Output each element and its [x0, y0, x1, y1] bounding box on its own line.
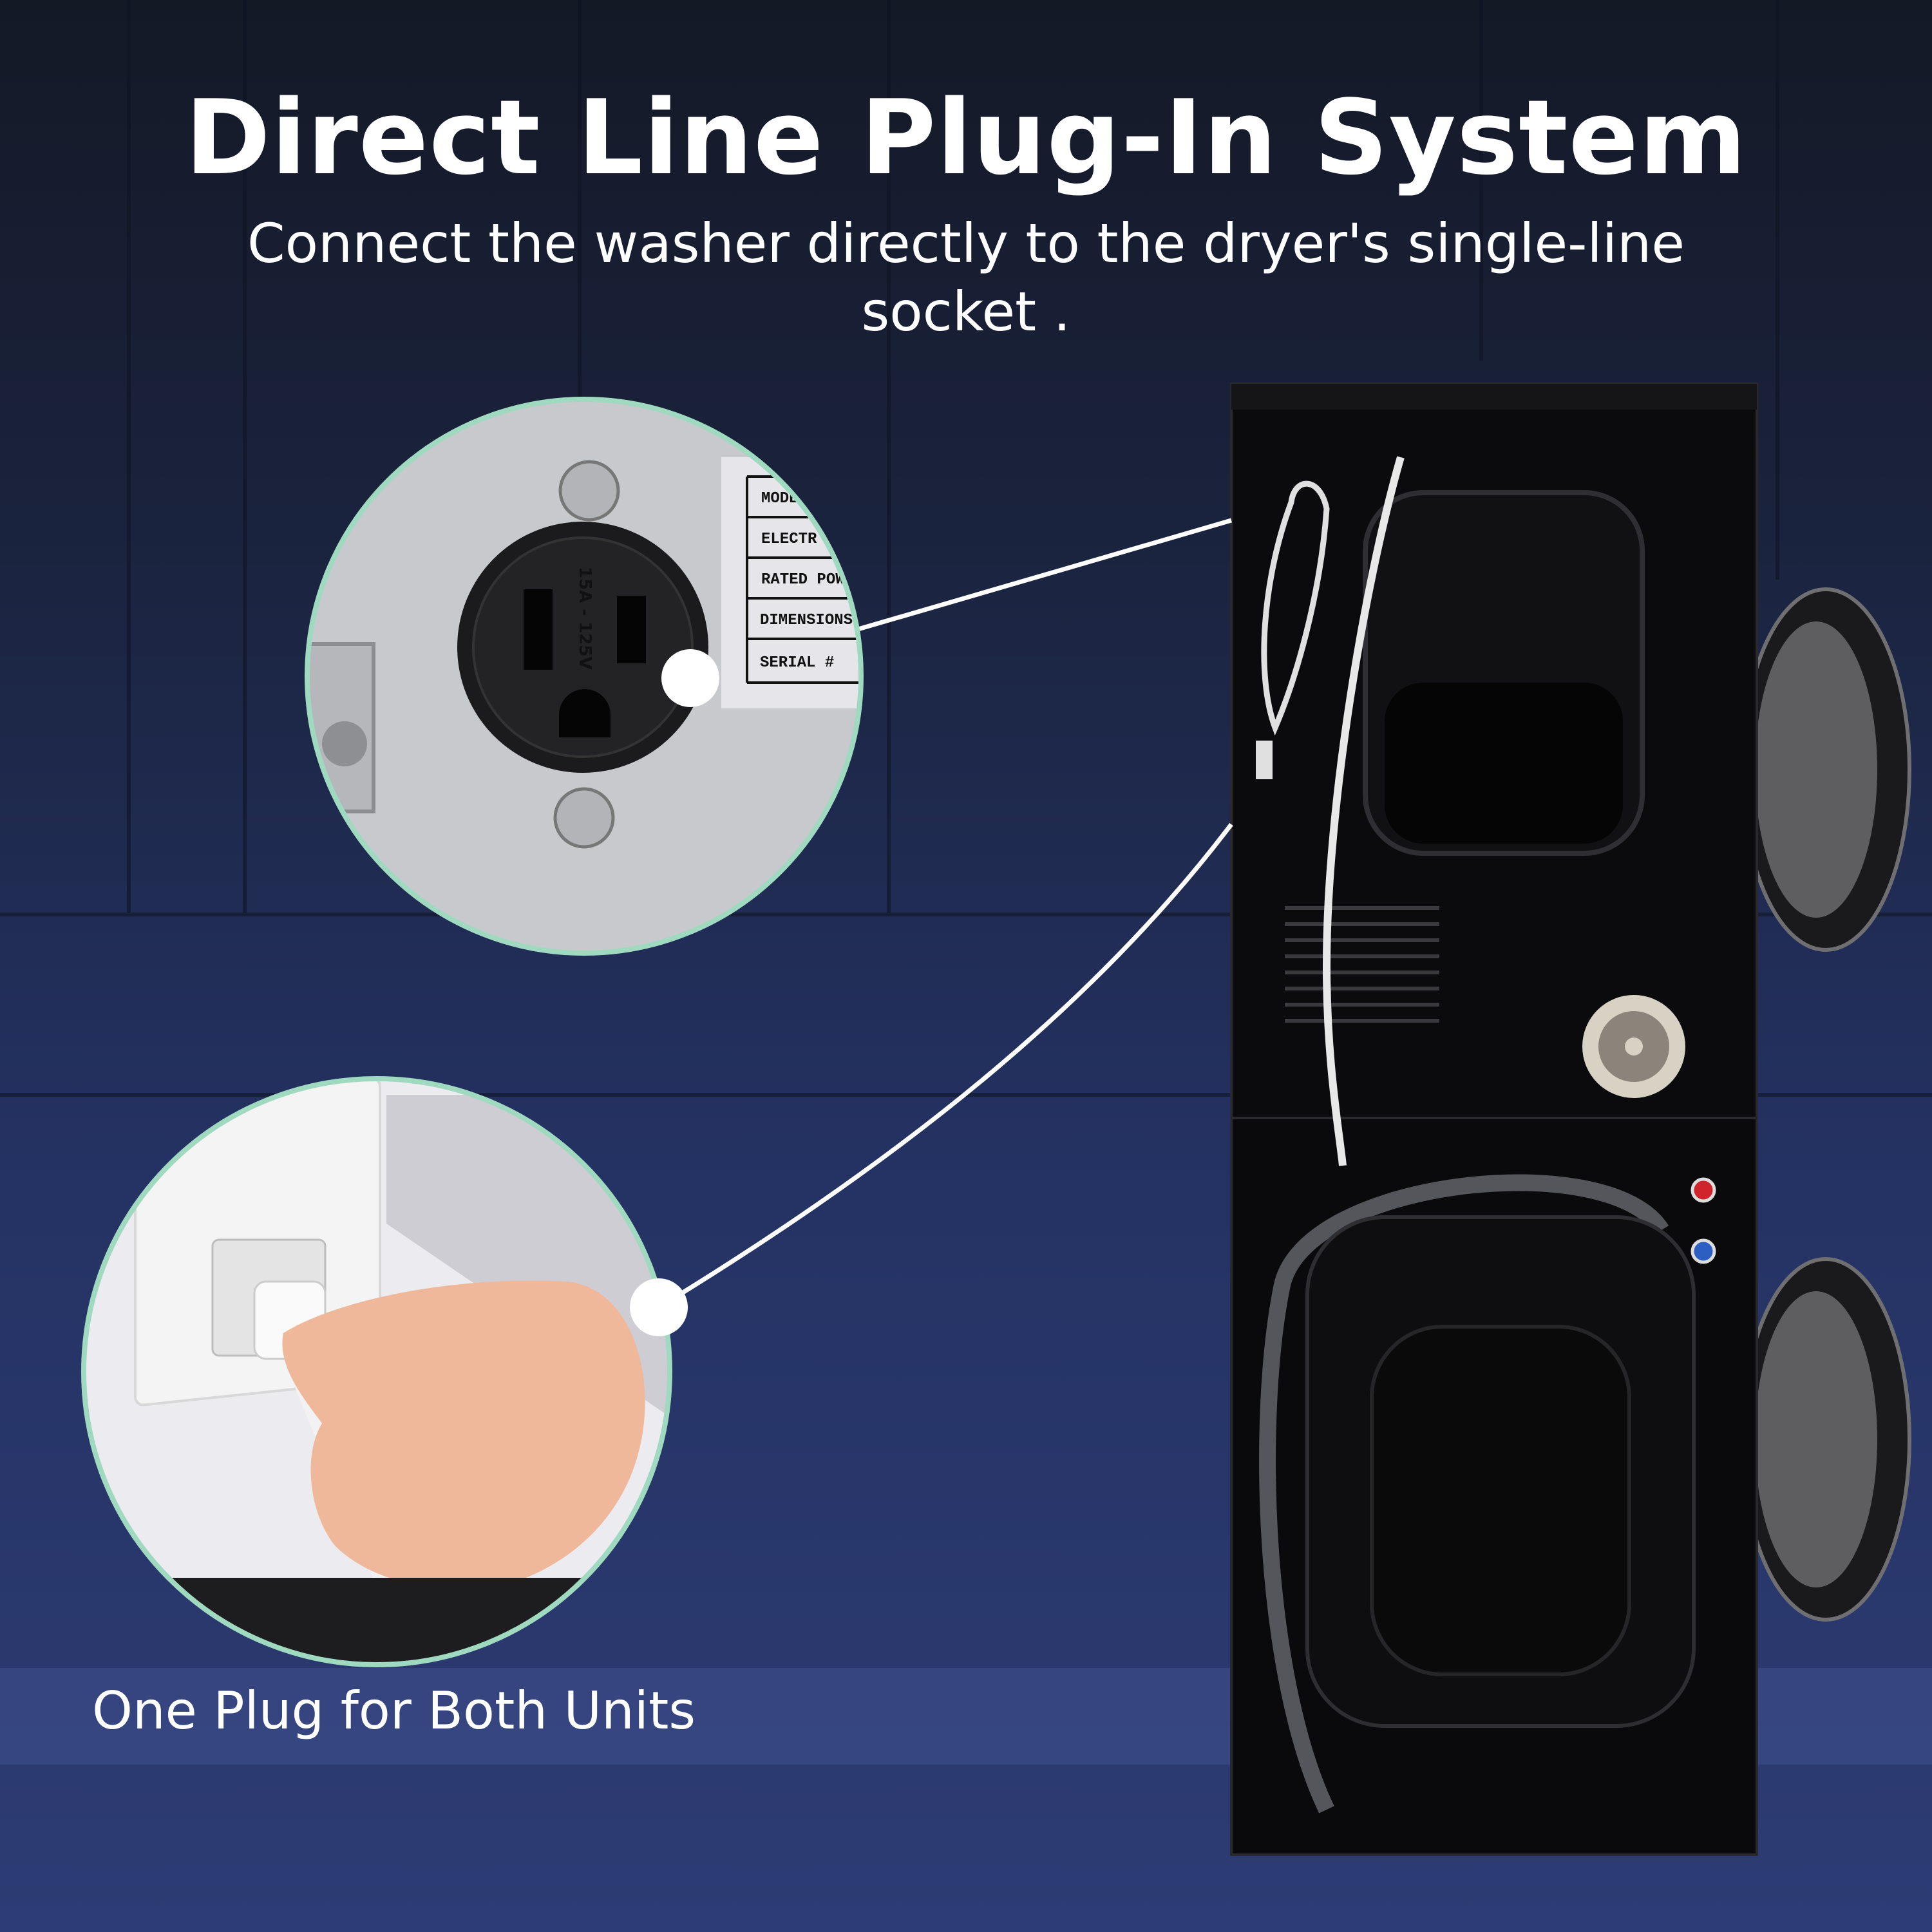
dryer-vent-slats — [1285, 906, 1439, 1023]
callout-dot-plug — [630, 1278, 688, 1336]
cold-water-valve — [1690, 1238, 1716, 1264]
hot-water-valve — [1690, 1177, 1716, 1203]
label-row: RATED POW — [761, 571, 845, 589]
label-row: DIMENSIONS — [760, 612, 853, 629]
page-title: Direct Line Plug-In System — [185, 77, 1747, 198]
mount-nut — [322, 721, 367, 766]
page-subtitle: Connect the washer directly to the dryer… — [247, 212, 1685, 343]
rating-label: MODE ELECTR RATED POW DIMENSIONS SERIAL … — [721, 457, 861, 708]
screw-bottom — [553, 787, 615, 849]
washer-dryer-stack — [1230, 383, 1911, 1856]
dryer-door — [1740, 587, 1911, 952]
plug-caption: One Plug for Both Units — [92, 1681, 696, 1741]
socket-marking: 15A - 125V — [575, 567, 594, 670]
connector-line-plug — [658, 822, 1233, 1309]
label-row: ELECTR — [761, 531, 817, 548]
callout-dot-socket — [661, 649, 719, 707]
callout-ring — [81, 1076, 672, 1667]
label-row: SERIAL # — [760, 654, 834, 672]
exhaust-fan-icon — [1582, 995, 1685, 1098]
socket-callout: MODE ELECTR RATED POW DIMENSIONS SERIAL … — [307, 399, 861, 953]
screw-top — [558, 460, 620, 522]
callout-ring — [305, 397, 864, 956]
coiled-cord — [1261, 480, 1330, 736]
outlet-socket: 15A - 125V — [457, 522, 708, 773]
washer-door — [1740, 1257, 1911, 1622]
drain-hose — [1259, 1174, 1669, 1814]
hand — [282, 1280, 645, 1592]
power-cord — [1322, 456, 1405, 1166]
